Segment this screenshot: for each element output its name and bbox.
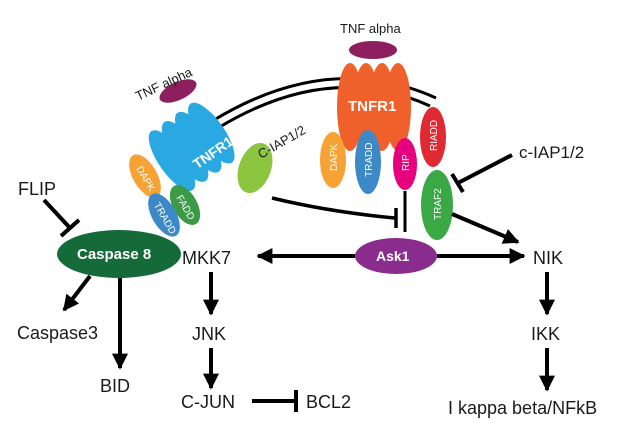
tnfr1-left-receptor — [148, 102, 235, 192]
tnfr1-right-receptor — [337, 63, 411, 151]
tnf-alpha-left-ligand — [159, 79, 197, 103]
rip-label: RIP — [401, 154, 412, 171]
dapk-right-label: DAPK — [329, 143, 340, 171]
caspase8-label: Caspase 8 — [77, 246, 151, 263]
tradd-left-node — [148, 193, 180, 237]
ask1-node — [355, 238, 437, 274]
riadd-label: RIADD — [429, 120, 440, 151]
fadd-node — [169, 185, 201, 225]
bcl2-label: BCL2 — [306, 392, 351, 412]
edge-ciap-inhibits-traf2 — [457, 153, 513, 185]
edge-ciap-inhibits-traf2-bar — [450, 172, 465, 194]
caspase8-node — [57, 230, 181, 278]
ciap-right-label: c-IAP1/2 — [519, 143, 584, 162]
tradd-right-node — [355, 130, 381, 194]
rip-node — [393, 138, 417, 190]
cjun-label: C-JUN — [181, 392, 235, 412]
tnfr1-right-label: TNFR1 — [348, 98, 396, 115]
caspase3-label: Caspase3 — [17, 323, 98, 343]
right-receptor-complex: TNF alpha TNFR1 DAPK TRADD RIP RIADD TRA… — [320, 21, 584, 240]
ask1-label: Ask1 — [376, 248, 410, 264]
edge-flip-inhibits-caspase8 — [42, 198, 72, 230]
flip-label: FLIP — [18, 179, 56, 199]
nik-label: NIK — [533, 248, 563, 268]
edges — [42, 153, 555, 412]
bid-label: BID — [100, 376, 130, 396]
edge-caspase8-to-caspase3 — [62, 274, 92, 312]
jnk-label: JNK — [192, 324, 226, 344]
dapk-right-node — [320, 132, 346, 188]
edge-traf2-to-nik — [451, 212, 520, 244]
edge-flip-bar — [59, 218, 81, 238]
tnf-alpha-right-ligand — [349, 41, 397, 59]
dapk-left-node — [129, 154, 161, 198]
ciap-left-label: C-IAP1/2 — [255, 122, 308, 161]
tnf-alpha-right-label: TNF alpha — [340, 21, 401, 36]
ciap-left-node — [237, 142, 273, 194]
tradd-right-label: TRADD — [364, 143, 375, 177]
ikk-label: IKK — [531, 324, 560, 344]
traf2-label: TRAF2 — [433, 188, 444, 220]
traf2-node — [421, 170, 453, 240]
mkk7-label: MKK7 — [182, 248, 231, 268]
downstream-nodes: Caspase 8 Ask1 FLIP MKK7 NIK Caspase3 BI… — [17, 179, 597, 418]
riadd-node — [420, 107, 446, 167]
edge-ciap-left-inhibits-rip — [271, 196, 396, 220]
ikappa-label: I kappa beta/NFkB — [448, 398, 597, 418]
